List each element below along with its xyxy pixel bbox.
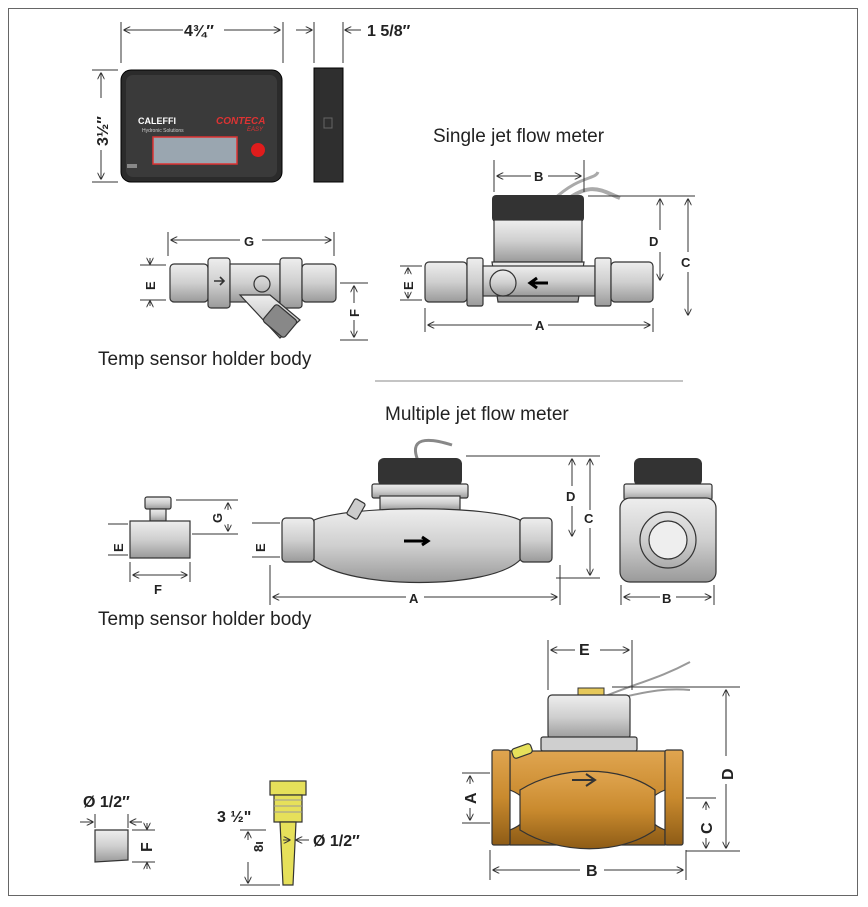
lcd-screen [152,136,238,165]
display-unit: CALEFFI Hydronic Solutions CONTECA EASY … [92,22,411,183]
woltman-meter: E B D C A [462,640,740,880]
caption-single-jet: Single jet flow meter [433,126,605,147]
holder1-dim-F: F [347,309,362,317]
holder2-dim-E: E [111,543,126,552]
display-depth-label: 1 5/8″ [367,23,411,40]
status-led-icon [251,143,265,157]
multi-jet-dim-C: C [584,511,594,526]
multi-jet-dim-E: E [253,543,268,552]
probe-length-label-2: 8ι [251,841,266,852]
woltman-dim-B: B [586,863,598,880]
caption-multiple-jet: Multiple jet flow meter [385,404,569,425]
drawing-frame [8,8,858,896]
multi-jet-dim-B: B [662,591,671,606]
holder2-dim-F: F [154,582,162,597]
woltman-dim-E: E [579,642,590,659]
flow-arrow-icon [214,276,226,286]
temp-holder-y-body: G E F [140,232,368,341]
display-height-label: 3½″ [95,116,112,146]
brand-logo: CALEFFI [138,116,176,126]
single-jet-dim-B: B [534,169,543,184]
caption-temp-holder-1: Temp sensor holder body [98,349,312,370]
holder1-dim-E: E [143,281,158,290]
flow-arrow-icon [527,276,548,290]
probe-length-label: 3 ½" [217,809,251,826]
brand-sub: Hydronic Solutions [142,128,184,134]
single-jet-meter: A B D C E [400,160,695,333]
small-fitting: Ø 1/2″ F [80,794,156,869]
display-width-label: 4¾″ [184,23,214,40]
small-fitting-dim-F: F [139,842,156,852]
woltman-dim-C: C [699,822,716,834]
holder2-dim-G: G [210,513,225,523]
single-jet-dim-A: A [535,318,545,333]
multiple-jet-meter: A B D C E [252,438,717,606]
woltman-dim-A: A [463,792,480,804]
flow-arrow-icon [404,535,431,547]
flow-arrow-icon [572,773,597,787]
multi-jet-dim-A: A [409,591,419,606]
woltman-dim-D: D [720,768,737,780]
product-sub: EASY [247,127,264,133]
single-jet-dim-E: E [401,281,416,290]
single-jet-dim-C: C [681,255,691,270]
small-fitting-dia-label: Ø 1/2″ [83,794,130,811]
product-logo: CONTECA [216,116,265,127]
display-side-view [313,67,344,183]
probe-dia-label: Ø 1/2″ [313,833,360,850]
caption-temp-holder-2: Temp sensor holder body [98,609,312,630]
single-jet-dim-D: D [649,234,658,249]
temp-holder-tee-body: G E F [108,496,238,597]
sensor-probe: 3 ½" 8ι Ø 1/2″ [217,780,360,886]
holder1-dim-G: G [244,234,254,249]
multi-jet-dim-D: D [566,489,575,504]
